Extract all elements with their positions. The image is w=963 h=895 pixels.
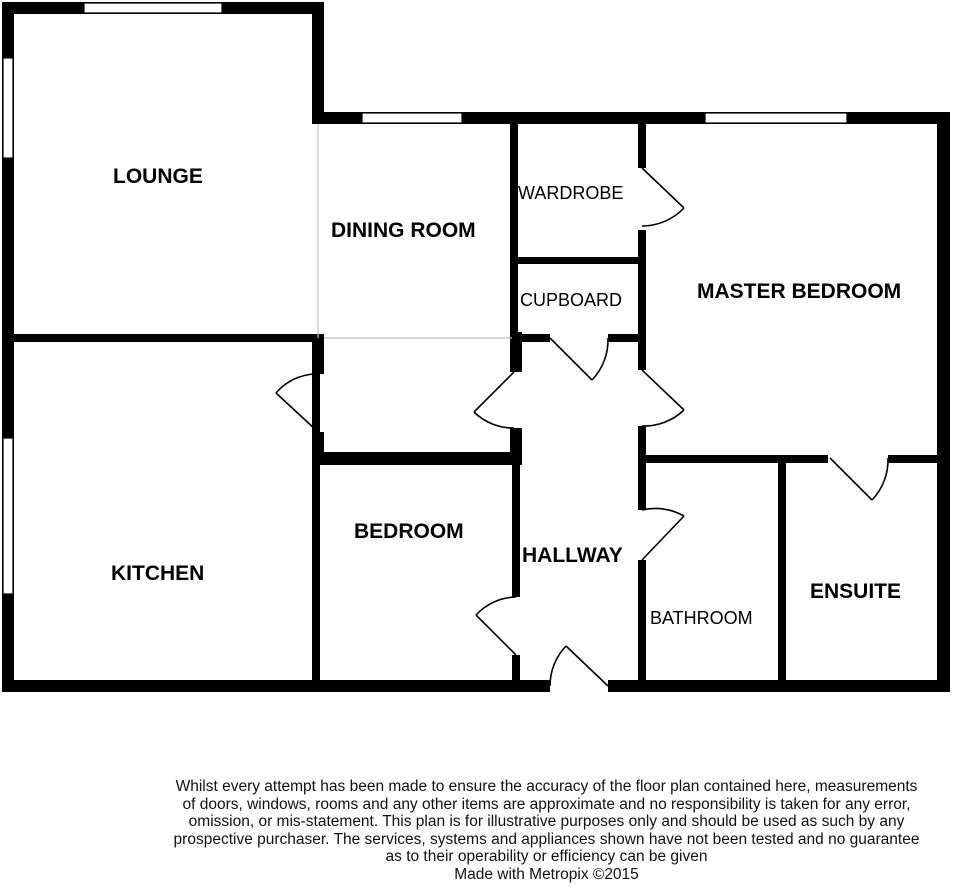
wall-lounge-right: [312, 2, 324, 124]
window-dining-top: [361, 112, 463, 124]
window-lounge-left: [2, 57, 14, 159]
wall-hall-right-a: [638, 330, 646, 370]
window-master-top: [704, 112, 848, 124]
wall-cupboard-bottom-b: [608, 334, 646, 342]
door-bathroom: [641, 507, 685, 561]
door-bedroom: [475, 596, 517, 656]
door-cupboard: [549, 337, 609, 381]
disclaimer-line: of doors, windows, rooms and any other i…: [182, 795, 911, 813]
partitions: [317, 124, 512, 339]
wall-bottom-left: [2, 680, 550, 692]
door-hallway-upper: [473, 371, 515, 429]
wall-master-bottom-a: [640, 455, 828, 463]
disclaimer-line: Whilst every attempt has been made to en…: [175, 778, 918, 795]
door-entrance: [549, 645, 609, 687]
window-lounge-top: [83, 2, 223, 14]
wall-bedroom-top: [312, 452, 522, 465]
wall-lobby-left-b: [312, 432, 324, 464]
wall-master-bottom-b: [888, 455, 948, 463]
wall-bedroom-right: [512, 452, 520, 597]
disclaimer-line: omission, or mis-statement. This plan is…: [188, 813, 905, 830]
label-kitchen: KITCHEN: [111, 562, 204, 585]
window-kitchen-left: [2, 437, 14, 595]
windows: [2, 2, 848, 595]
door-ensuite: [829, 457, 889, 501]
wall-kitchen-right: [312, 334, 320, 692]
wall-bedroom-right-b: [512, 655, 520, 692]
wall-wardrobe-bottom: [514, 257, 644, 264]
label-dining-room: DINING ROOM: [331, 219, 476, 242]
credit: Made with Metropix ©2015: [454, 865, 639, 883]
door-kitchen: [275, 373, 317, 431]
wall-wardrobe-right-a: [638, 124, 646, 168]
wall-lobby-left-a: [312, 334, 324, 374]
wall-cupboard-bottom-a: [514, 334, 550, 342]
label-hallway: HALLWAY: [522, 544, 623, 567]
wall-hall-right-c: [638, 560, 646, 692]
wall-dining-right: [510, 124, 518, 370]
disclaimer: Whilst every attempt has been made to en…: [130, 778, 963, 883]
door-wardrobe: [641, 167, 685, 227]
label-cupboard: CUPBOARD: [520, 290, 622, 310]
disclaimer-line: as to their operability or efficiency ca…: [385, 848, 708, 865]
door-master: [641, 369, 685, 427]
label-wardrobe: WARDROBE: [518, 183, 623, 203]
wall-bath-ensuite: [778, 455, 786, 692]
label-bathroom: BATHROOM: [650, 608, 753, 628]
label-lounge: LOUNGE: [113, 165, 203, 188]
wall-lounge-kitchen: [2, 334, 318, 342]
doors: [275, 167, 889, 687]
room-labels: LOUNGE DINING ROOM WARDROBE CUPBOARD MAS…: [111, 165, 901, 628]
wall-hall-right-b: [638, 426, 646, 510]
wall-wardrobe-right-b: [638, 230, 646, 364]
label-bedroom: BEDROOM: [354, 520, 464, 543]
floor-plan: LOUNGE DINING ROOM WARDROBE CUPBOARD MAS…: [2, 2, 950, 692]
label-master-bedroom: MASTER BEDROOM: [697, 280, 901, 303]
wall-right: [937, 112, 950, 692]
walls: [2, 2, 950, 692]
disclaimer-line: prospective purchaser. The services, sys…: [173, 830, 920, 848]
label-ensuite: ENSUITE: [810, 580, 901, 603]
